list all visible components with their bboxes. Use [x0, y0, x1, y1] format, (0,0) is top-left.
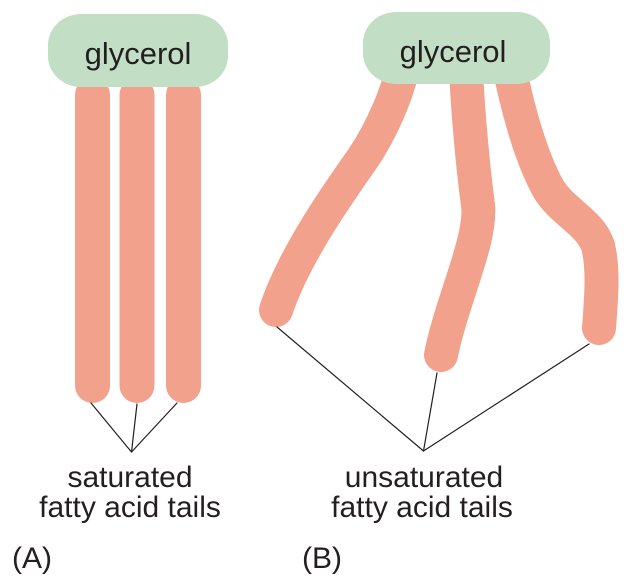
pointer-line-a2 [130, 403, 138, 453]
pointer-line-b3 [422, 343, 590, 452]
unsaturated-tail-1 [259, 49, 420, 327]
pointer-line-a1 [90, 402, 133, 453]
glycerol-label-b: glycerol [400, 34, 507, 69]
unsaturated-tail-3 [492, 49, 619, 345]
glycerol-head-a [48, 14, 228, 87]
panel-a: glycerol saturated fatty acid tails (A) [12, 14, 228, 575]
unsaturated-tail-2 [424, 49, 496, 372]
pointer-line-b2 [422, 372, 438, 452]
glycerol-label-a: glycerol [85, 36, 192, 71]
panel-b: glycerol unsaturated fatty acid tails (B… [259, 12, 619, 575]
glycerol-head-b [363, 12, 550, 84]
caption-b-line2: fatty acid tails [331, 491, 513, 524]
caption-a-line1: saturated [67, 461, 192, 494]
panel-a-label: (A) [12, 542, 52, 575]
panel-b-label: (B) [302, 542, 342, 575]
caption-a-line2: fatty acid tails [39, 491, 221, 524]
caption-b-line1: unsaturated [345, 461, 503, 494]
pointer-line-a3 [130, 402, 178, 453]
pointer-line-b1 [276, 326, 425, 452]
